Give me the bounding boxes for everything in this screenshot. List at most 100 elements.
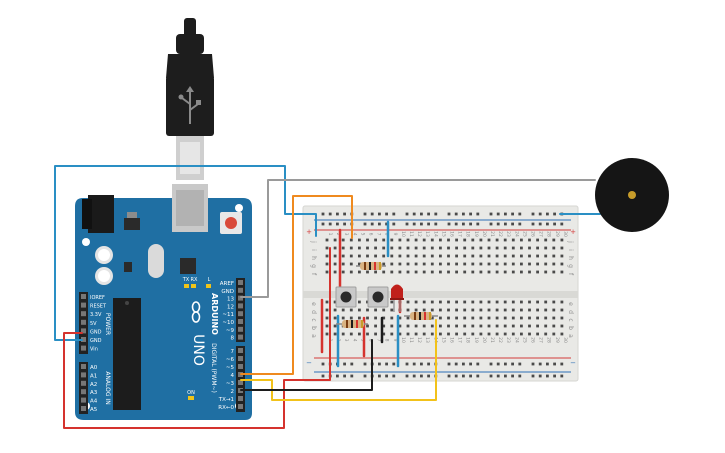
row-letter: h [567, 256, 574, 260]
row-letter: e [310, 302, 317, 306]
row-letter: d [567, 310, 574, 314]
resistor-icon [336, 320, 368, 328]
digital-pin-label: 4 [231, 373, 235, 379]
analog-pin-label: A0 [90, 365, 98, 371]
column-number: 27 [538, 231, 544, 237]
column-number: 28 [546, 231, 552, 237]
gray-wire [240, 179, 596, 298]
row-letter: g [310, 264, 317, 268]
analog-header-title: ANALOG IN [104, 371, 111, 404]
blue-wire [54, 165, 317, 341]
column-number: 14 [432, 231, 438, 237]
column-number: 23 [505, 231, 511, 237]
column-number: 11 [408, 337, 414, 343]
rx-led [191, 284, 196, 288]
column-number: 2 [335, 233, 341, 236]
column-number: 8 [384, 339, 390, 342]
column-number: 18 [465, 337, 471, 343]
column-number: 29 [554, 231, 560, 237]
reset-button[interactable] [220, 212, 242, 234]
column-number: 28 [546, 337, 552, 343]
row-letter: e [567, 302, 574, 306]
digital-header-top [236, 278, 245, 342]
column-number: 7 [376, 233, 382, 236]
row-letter: i [567, 249, 574, 251]
digital-pin-label: TX→1 [218, 397, 234, 403]
rail-plus-symbol: + [570, 228, 576, 236]
atmega-chip [113, 298, 141, 410]
column-number: 13 [424, 337, 430, 343]
pushbutton-icon[interactable] [335, 286, 357, 308]
column-number: 12 [416, 337, 422, 343]
column-number: 16 [449, 337, 455, 343]
column-number: 20 [481, 337, 487, 343]
digital-pin-label: RX←0 [218, 405, 234, 411]
usb-plug-icon [178, 86, 201, 124]
column-number: 23 [505, 337, 511, 343]
column-number: 25 [521, 337, 527, 343]
resistor-icon [356, 262, 386, 270]
digital-pin-label: ~11 [222, 312, 234, 318]
rail-minus-symbol: − [306, 359, 312, 367]
row-letter: i [310, 249, 317, 251]
power-pin-label: 3.3V [90, 312, 102, 318]
column-number: 6 [368, 233, 374, 236]
column-number: 21 [489, 231, 495, 237]
column-number: 27 [538, 337, 544, 343]
power-pin-label: 5V [90, 321, 97, 327]
rail-plus-symbol: + [306, 228, 312, 236]
arduino-logo-icon [191, 301, 201, 323]
row-letter: a [567, 334, 574, 338]
digital-pin-label: AREF [220, 281, 234, 287]
column-number: 3 [343, 339, 349, 342]
column-number: 5 [359, 339, 365, 342]
dc-power-jack [82, 195, 114, 233]
analog-header [79, 362, 88, 414]
column-number: 13 [424, 231, 430, 237]
column-number: 16 [449, 231, 455, 237]
column-number: 5 [359, 233, 365, 236]
analog-pin-label: A1 [90, 373, 97, 379]
digital-header-bottom [236, 346, 245, 412]
board-model: UNO [190, 334, 206, 366]
row-letter: c [567, 318, 574, 321]
column-number: 9 [392, 233, 398, 236]
led-label-on: ON [187, 390, 195, 396]
column-number: 19 [473, 337, 479, 343]
pushbutton-icon[interactable] [367, 286, 389, 308]
column-number: 6 [368, 339, 374, 342]
black-wire [240, 339, 373, 391]
digital-pin-label: ~5 [226, 365, 235, 371]
red-wire [63, 247, 331, 429]
capacitor [95, 246, 113, 264]
row-letter: j [567, 240, 574, 243]
analog-pin-label: A5 [90, 407, 98, 413]
column-number: 12 [416, 231, 422, 237]
column-number: 20 [481, 231, 487, 237]
row-letter: a [310, 334, 317, 338]
column-number: 15 [440, 231, 446, 237]
row-letter: d [310, 310, 317, 314]
yellow-wire [240, 319, 437, 401]
column-number: 11 [408, 231, 414, 237]
power-pin-label: GND [90, 338, 102, 344]
led-label-l: L [208, 277, 211, 283]
column-number: 10 [400, 337, 406, 343]
column-number: 24 [513, 337, 519, 343]
row-letter: f [310, 273, 317, 276]
digital-pin-label: 2 [231, 389, 235, 395]
row-letter: g [567, 264, 574, 268]
column-number: 7 [376, 339, 382, 342]
column-number: 26 [530, 337, 536, 343]
column-number: 1 [327, 233, 333, 236]
column-number: 8 [384, 233, 390, 236]
row-letter: c [310, 318, 317, 321]
digital-pin-label: GND [221, 289, 234, 295]
crystal [148, 244, 164, 278]
column-number: 29 [554, 337, 560, 343]
column-number: 9 [392, 339, 398, 342]
digital-pin-label: 7 [231, 349, 235, 355]
power-pin-label: RESET [90, 304, 107, 310]
led-label-rx: RX [191, 277, 198, 283]
